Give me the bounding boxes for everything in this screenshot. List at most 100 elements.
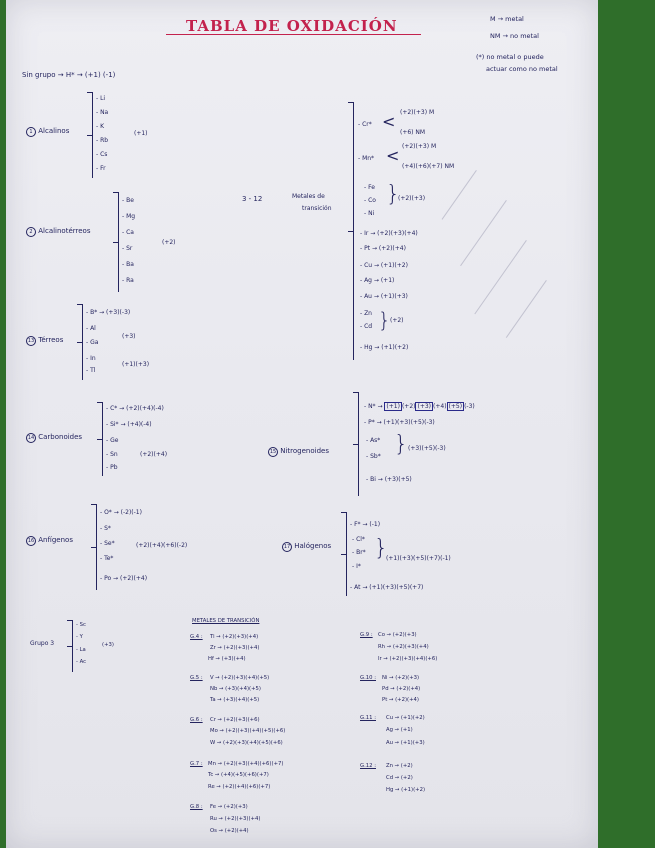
- element-cu: - Cu → (+1)(+2): [360, 262, 408, 269]
- element-ca: - Ca: [122, 229, 134, 236]
- transition-number: 3 - 12: [242, 195, 263, 203]
- element-li: - Li: [96, 95, 106, 102]
- group-13-ox-low: (+1)(+3): [122, 361, 150, 368]
- element-fe: - Fe: [364, 184, 375, 191]
- element-tl: - Tl: [86, 367, 96, 374]
- element-cr: - Cr*: [358, 121, 372, 128]
- group-17-brace: [341, 512, 347, 596]
- element-ra: - Ra: [122, 277, 134, 284]
- element-fr: - Fr: [96, 165, 106, 172]
- group-13-brace: [77, 304, 83, 380]
- element-au: - Au → (+1)(+3): [360, 293, 408, 300]
- element-hg: - Hg → (+1)(+2): [360, 344, 409, 351]
- element-sr: - Sr: [122, 245, 133, 252]
- group-13-label: 13 Térreos: [26, 336, 64, 346]
- transition-table-title: METALES DE TRANSICIÓN: [192, 618, 260, 624]
- group-17-label: 17 Halógenos: [282, 542, 332, 552]
- mn-oxidation-nonmetal: (+4)(+6)(+7) NM: [402, 163, 455, 170]
- group-1-brace: [87, 92, 93, 178]
- element-ga: - Ga: [86, 339, 99, 346]
- element-co: - Co: [364, 197, 376, 204]
- group-3-brace: [67, 620, 73, 672]
- element-f: - F* → (-1): [350, 521, 381, 528]
- element-y: - Y: [76, 634, 83, 640]
- legend-note-2: actuar como no metal: [486, 65, 558, 73]
- hydrogen-line: Sin grupo → H* → (+1) (-1): [22, 71, 116, 79]
- group-15-brace: [353, 392, 359, 496]
- element-po: - Po → (+2)(+4): [100, 575, 148, 582]
- group-1-oxidation: (+1): [134, 130, 148, 137]
- group-15-label: 15 Nitrogenoides: [268, 447, 329, 457]
- zn-cd-oxidation: (+2): [390, 317, 404, 324]
- element-bi: - Bi → (+3)(+5): [366, 476, 412, 483]
- group-16-brace: [91, 504, 97, 590]
- element-ag: - Ag → (+1): [360, 277, 395, 284]
- element-n: - N* → (+1)(+2)(+3)(+4)(+5)(-3): [364, 402, 475, 411]
- mn-oxidation-metal: (+2)(+3) M: [402, 143, 437, 150]
- group-16-oxidation: (+2)(+4)(+6)(-2): [136, 542, 188, 549]
- group-number: 1: [26, 127, 36, 137]
- group-3-label: Grupo 3: [30, 640, 55, 647]
- legend-note-1: (*) no metal o puede: [476, 53, 544, 61]
- element-se: - Se*: [100, 540, 115, 547]
- group-2-label: 2 Alcalinotérreos: [26, 227, 90, 237]
- group-13-ox-mid: (+3): [122, 333, 136, 340]
- element-pb: - Pb: [106, 464, 118, 471]
- transition-brace: [348, 102, 354, 360]
- element-cd: - Cd: [360, 323, 373, 330]
- element-sb: - Sb*: [366, 453, 381, 460]
- fe-co-ni-oxidation: (+2)(+3): [398, 195, 426, 202]
- element-c: - C* → (+2)(+4)(-4): [106, 405, 164, 412]
- element-mn: - Mn*: [358, 155, 375, 162]
- group-2-oxidation: (+2): [162, 239, 176, 246]
- n-ox-box-3: (+5): [446, 402, 465, 411]
- notebook-page: TABLA DE OXIDACIÓN M → metal NM → no met…: [6, 0, 598, 848]
- group-15-oxidation: (+3)(+5)(-3): [408, 445, 446, 452]
- element-pt: - Pt → (+2)(+4): [360, 245, 406, 252]
- transition-label-2: transición: [302, 205, 332, 212]
- element-te: - Te*: [100, 555, 114, 562]
- element-be: - Be: [122, 197, 134, 204]
- page-title: TABLA DE OXIDACIÓN: [186, 17, 398, 35]
- transition-label-1: Metales de: [292, 193, 325, 200]
- element-br: - Br*: [352, 549, 366, 556]
- group-17-oxidation: (+1)(+3)(+5)(+7)(-1): [386, 555, 451, 562]
- element-sc: - Sc: [76, 622, 86, 628]
- element-la: - La: [76, 647, 86, 653]
- element-na: - Na: [96, 109, 109, 116]
- element-zn: - Zn: [360, 310, 372, 317]
- element-ir: - Ir → (+2)(+3)(+4): [360, 230, 418, 237]
- element-ba: - Ba: [122, 261, 134, 268]
- element-p: - P* → (+1)(+3)(+5)(-3): [364, 419, 435, 426]
- element-k: - K: [96, 123, 105, 130]
- element-cl: - Cl*: [352, 536, 365, 543]
- n-ox-box-1: (+1): [384, 402, 402, 411]
- group-14-label: 14 Carbonoides: [26, 433, 83, 443]
- element-o: - O* → (-2)(-1): [100, 509, 142, 516]
- element-ni: - Ni: [364, 210, 375, 217]
- group-14-oxidation: (+2)(+4): [140, 451, 168, 458]
- element-sn: - Sn: [106, 451, 118, 458]
- element-in: - In: [86, 355, 96, 362]
- element-rb: - Rb: [96, 137, 109, 144]
- element-al: - Al: [86, 325, 96, 332]
- element-si: - Si* → (+4)(-4): [106, 421, 152, 428]
- element-mg: - Mg: [122, 213, 136, 220]
- element-ac: - Ac: [76, 659, 87, 665]
- element-cs: - Cs: [96, 151, 108, 158]
- element-ge: - Ge: [106, 437, 119, 444]
- group-16-label: 16 Anfígenos: [26, 536, 73, 546]
- group-3-oxidation: (+3): [102, 642, 114, 648]
- cr-oxidation-metal: (+2)(+3) M: [400, 109, 435, 116]
- legend-metal: M → metal: [490, 15, 524, 23]
- legend-nonmetal: NM → no metal: [490, 32, 539, 40]
- group-14-brace: [97, 402, 103, 476]
- element-i: - I*: [352, 563, 361, 570]
- group-1-label: 1 Alcalinos: [26, 127, 69, 137]
- n-ox-box-2: (+3): [415, 402, 434, 411]
- cr-oxidation-nonmetal: (+6) NM: [400, 129, 426, 136]
- element-s: - S*: [100, 525, 111, 532]
- element-b: - B* → (+3)(-3): [86, 309, 131, 316]
- element-as: - As*: [366, 437, 381, 444]
- group-2-brace: [113, 192, 119, 292]
